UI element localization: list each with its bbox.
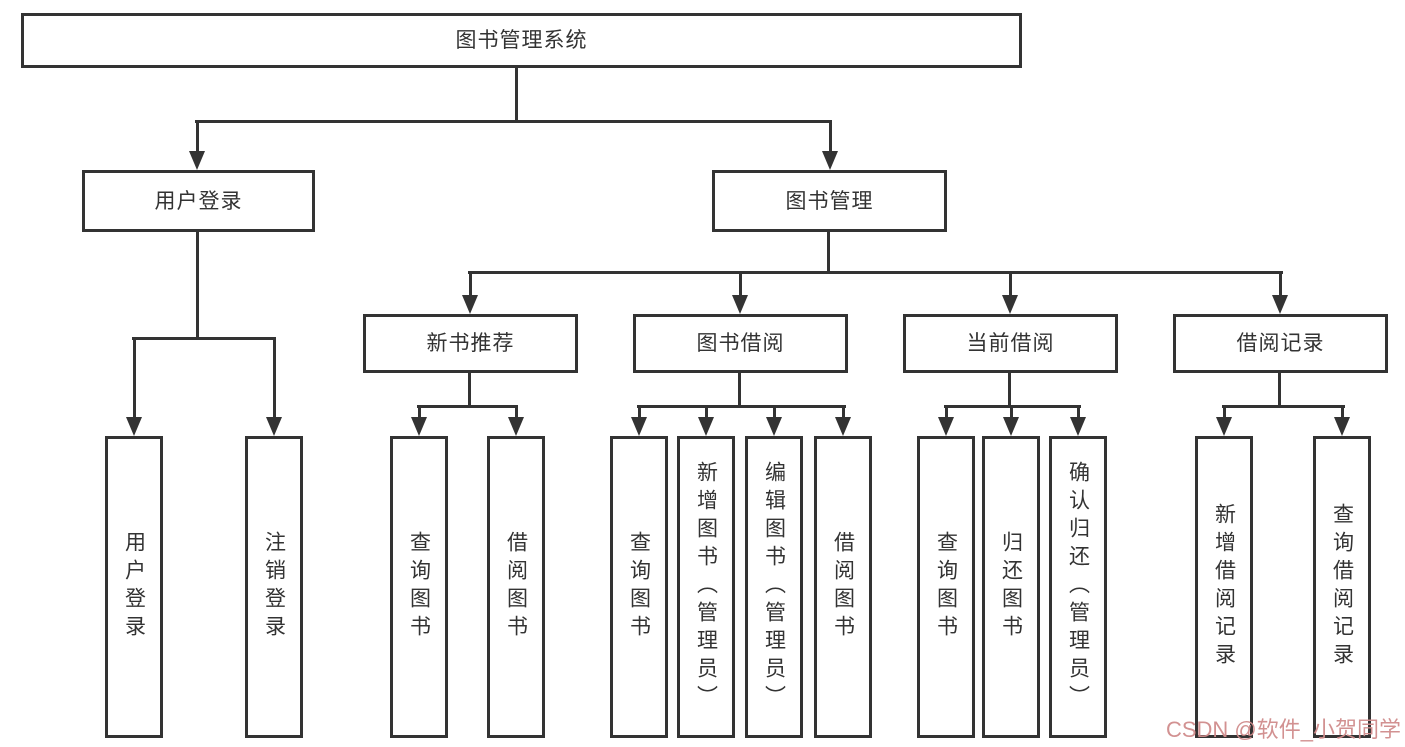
arrowhead-to-user-login bbox=[189, 120, 205, 170]
node-bb-add: 新增图书（管理员） bbox=[677, 436, 735, 738]
arrowhead-to-br-query bbox=[1334, 405, 1350, 436]
connector-current-borrow-stem bbox=[1008, 373, 1011, 407]
arrowhead-to-nb-borrow bbox=[508, 405, 524, 436]
node-nb-query: 查询图书 bbox=[390, 436, 448, 738]
node-book-mgmt: 图书管理 bbox=[712, 170, 947, 232]
node-bb-edit: 编辑图书（管理员） bbox=[745, 436, 803, 738]
node-br-add: 新增借阅记录 bbox=[1195, 436, 1253, 738]
arrowhead-to-leaf-user-login bbox=[126, 337, 142, 436]
connector-root-stem bbox=[515, 68, 518, 123]
arrowhead-to-br-add bbox=[1216, 405, 1232, 436]
connector-user-login-branch bbox=[132, 337, 276, 340]
node-bb-borrow: 借阅图书 bbox=[814, 436, 872, 738]
arrowhead-to-book-mgmt bbox=[822, 120, 838, 170]
arrowhead-to-cb-confirm bbox=[1070, 405, 1086, 436]
node-br-query: 查询借阅记录 bbox=[1313, 436, 1371, 738]
node-cb-confirm: 确认归还（管理员） bbox=[1049, 436, 1107, 738]
connector-root-branch bbox=[195, 120, 832, 123]
connector-borrow-records-stem bbox=[1278, 373, 1281, 407]
connector-book-borrow-stem bbox=[738, 373, 741, 407]
arrowhead-to-bb-add bbox=[698, 405, 714, 436]
node-book-borrow: 图书借阅 bbox=[633, 314, 848, 373]
arrowhead-to-new-books bbox=[462, 271, 478, 314]
connector-new-books-branch bbox=[417, 405, 518, 408]
node-current-borrow: 当前借阅 bbox=[903, 314, 1118, 373]
arrowhead-to-bb-borrow bbox=[835, 405, 851, 436]
connector-borrow-records-branch bbox=[1222, 405, 1345, 408]
node-cb-return: 归还图书 bbox=[982, 436, 1040, 738]
node-root: 图书管理系统 bbox=[21, 13, 1022, 68]
connector-book-mgmt-branch bbox=[468, 271, 1283, 274]
node-user-login: 用户登录 bbox=[82, 170, 315, 232]
connector-current-borrow-branch bbox=[944, 405, 1081, 408]
connector-new-books-stem bbox=[468, 373, 471, 407]
arrowhead-to-book-borrow bbox=[732, 271, 748, 314]
connector-book-mgmt-stem bbox=[827, 232, 830, 274]
arrowhead-to-leaf-logout bbox=[266, 337, 282, 436]
arrowhead-to-cb-return bbox=[1003, 405, 1019, 436]
arrowhead-to-bb-query bbox=[631, 405, 647, 436]
arrowhead-to-bb-edit bbox=[766, 405, 782, 436]
connector-book-borrow-branch bbox=[637, 405, 846, 408]
node-bb-query: 查询图书 bbox=[610, 436, 668, 738]
node-new-books: 新书推荐 bbox=[363, 314, 578, 373]
csdn-watermark: CSDN @软件_小贺同学 bbox=[1165, 717, 1401, 742]
arrowhead-to-current-borrow bbox=[1002, 271, 1018, 314]
connector-user-login-stem bbox=[196, 232, 199, 340]
node-leaf-logout: 注销登录 bbox=[245, 436, 303, 738]
node-cb-query: 查询图书 bbox=[917, 436, 975, 738]
arrowhead-to-borrow-records bbox=[1272, 271, 1288, 314]
node-leaf-user-login: 用户登录 bbox=[105, 436, 163, 738]
node-borrow-records: 借阅记录 bbox=[1173, 314, 1388, 373]
node-nb-borrow: 借阅图书 bbox=[487, 436, 545, 738]
arrowhead-to-nb-query bbox=[411, 405, 427, 436]
arrowhead-to-cb-query bbox=[938, 405, 954, 436]
